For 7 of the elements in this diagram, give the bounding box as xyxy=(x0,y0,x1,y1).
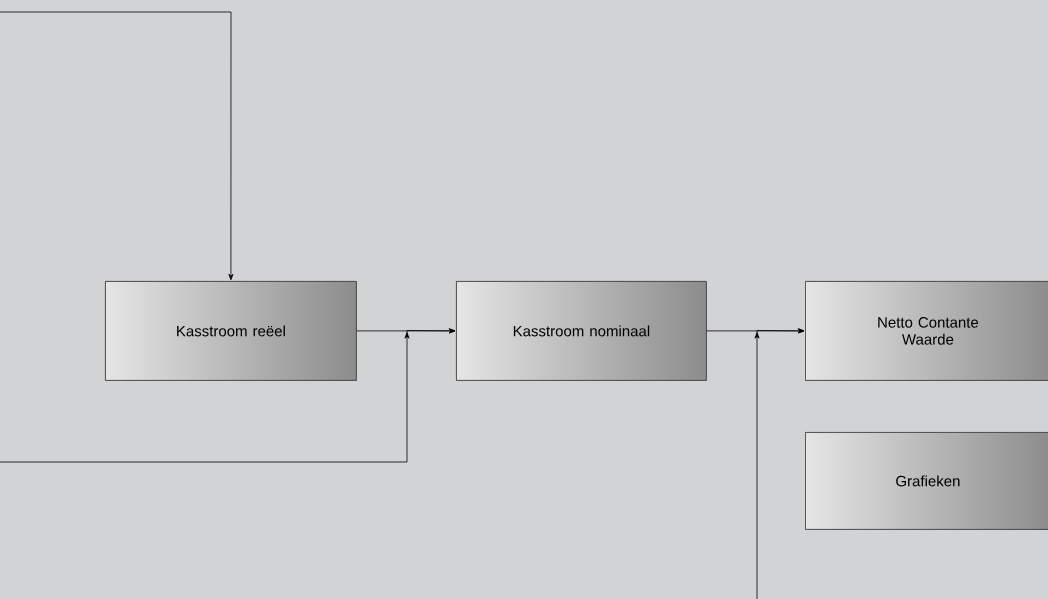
process-box: Kasstroom nominaal xyxy=(456,281,707,381)
process-box: Kasstroom reëel xyxy=(105,281,357,381)
arrow xyxy=(754,328,805,599)
process-box: Grafieken xyxy=(805,432,1048,530)
process-box: Netto Contante Waarde xyxy=(805,281,1048,381)
arrow xyxy=(0,328,456,463)
arrow xyxy=(0,11,234,281)
